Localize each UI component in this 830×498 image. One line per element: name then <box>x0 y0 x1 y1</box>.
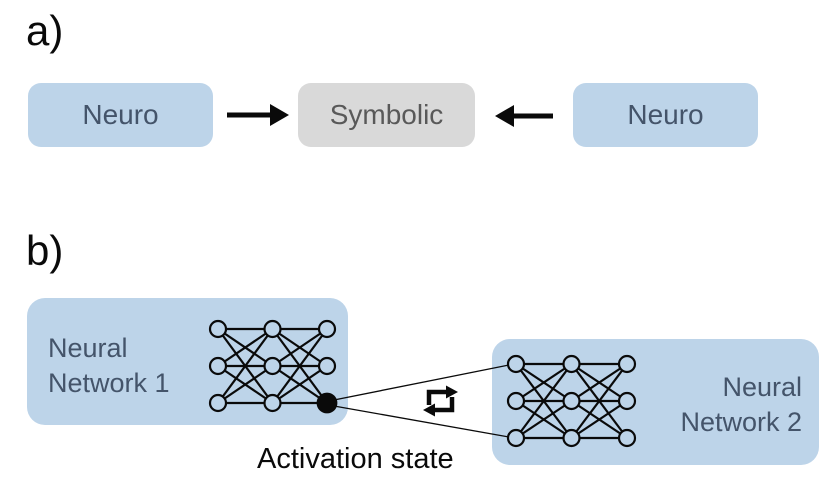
symbolic-box-label: Symbolic <box>329 99 444 130</box>
neuro-box-left-label: Neuro <box>82 99 159 130</box>
connector-line-bottom <box>333 405 510 438</box>
neuro-box-right: Neuro <box>573 83 758 147</box>
symbolic-box: Symbolic <box>298 83 475 147</box>
swap-arrows-icon <box>423 385 458 417</box>
arrow-left-icon <box>495 105 553 127</box>
neural-network-2-label: Neural Network 2 <box>680 372 802 437</box>
neural-network-1-label: Neural Network 1 <box>48 333 170 398</box>
neuro-box-left: Neuro <box>28 83 213 147</box>
activation-state-label: Activation state <box>257 443 454 475</box>
connector-line-top <box>333 364 510 401</box>
panel-b-label: b) <box>26 227 64 274</box>
arrow-right-icon <box>227 104 289 126</box>
panel-a-label: a) <box>26 7 64 54</box>
neuro-box-right-label: Neuro <box>627 99 704 130</box>
